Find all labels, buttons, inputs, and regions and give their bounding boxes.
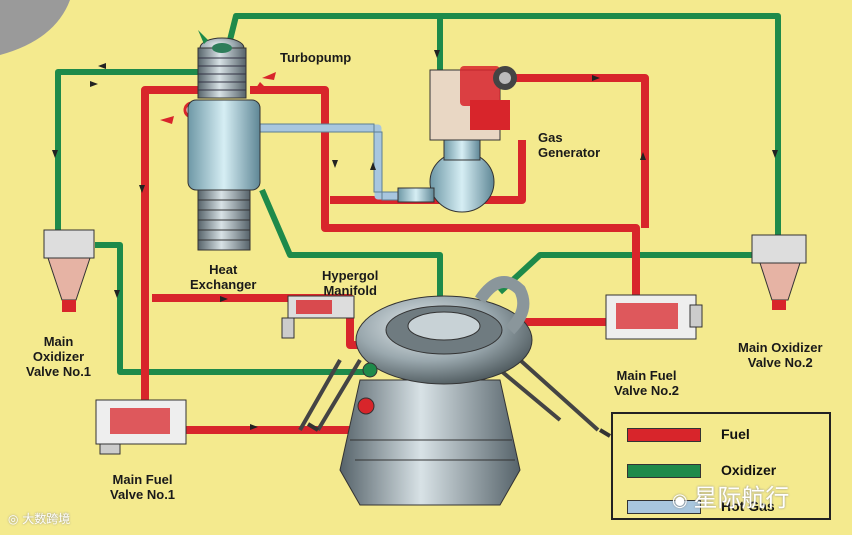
legend-label-fuel: Fuel	[721, 426, 750, 442]
watermark-bottom-left: ◎ 大数跨境	[8, 512, 71, 526]
legend-swatch-hot-gas	[627, 500, 701, 514]
thrust-chamber	[298, 276, 612, 506]
legend-label-hot-gas: Hot Gas	[721, 498, 775, 514]
gas-generator	[397, 66, 517, 213]
watermark-logo-icon: ◎	[8, 512, 23, 526]
hypergol-manifold	[281, 295, 355, 339]
legend-swatch-oxidizer	[627, 464, 701, 478]
main-oxidizer-valve-2	[751, 234, 807, 310]
hot-gas-line	[258, 124, 420, 200]
legend-label-oxidizer: Oxidizer	[721, 462, 777, 478]
wechat-icon: ◉	[672, 490, 694, 511]
label-turbopump: Turbopump	[280, 50, 352, 65]
legend: Fuel Oxidizer Hot Gas	[611, 412, 831, 520]
main-oxidizer-valve-1	[43, 229, 95, 312]
heat-exchanger	[187, 99, 261, 251]
moon-corner	[0, 0, 70, 55]
main-fuel-valve-2	[605, 294, 703, 340]
flow-arrows	[52, 50, 778, 430]
watermark-bottom-right: ◉ 星际航行	[672, 484, 790, 512]
legend-swatch-fuel	[627, 428, 701, 442]
main-fuel-valve-1	[95, 399, 187, 455]
